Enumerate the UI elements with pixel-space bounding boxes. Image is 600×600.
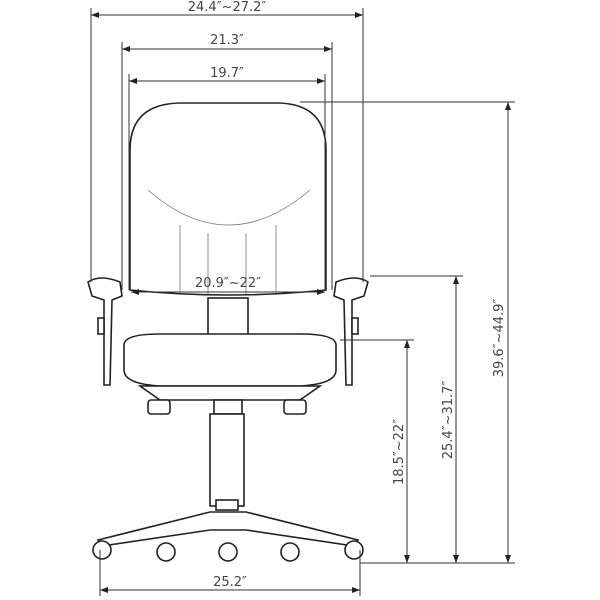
base-width-label: 25.2″ [213, 575, 247, 590]
casters [92, 540, 364, 562]
base [96, 511, 360, 547]
arm-width-label: 20.9″~22″ [195, 276, 261, 291]
back-bracket [207, 297, 249, 337]
extension-lines [90, 8, 515, 596]
overall-width-label: 24.4″~27.2″ [188, 0, 267, 15]
right-knob [283, 399, 307, 415]
seat [123, 333, 337, 387]
left-knob [147, 399, 171, 415]
dimension-lines [91, 12, 511, 593]
back-inner-width-label: 19.7″ [210, 66, 244, 81]
back-outer-width-label: 21.3″ [210, 33, 244, 48]
chair-illustration [87, 102, 369, 562]
left-armrest [87, 277, 123, 386]
overall-height-label: 39.6″~44.9″ [492, 299, 507, 378]
right-armrest [333, 277, 369, 386]
gas-cylinder [209, 413, 245, 507]
seat-height-label: 18.5″~22″ [392, 419, 407, 485]
arm-height-label: 25.4″~31.7″ [441, 381, 456, 460]
